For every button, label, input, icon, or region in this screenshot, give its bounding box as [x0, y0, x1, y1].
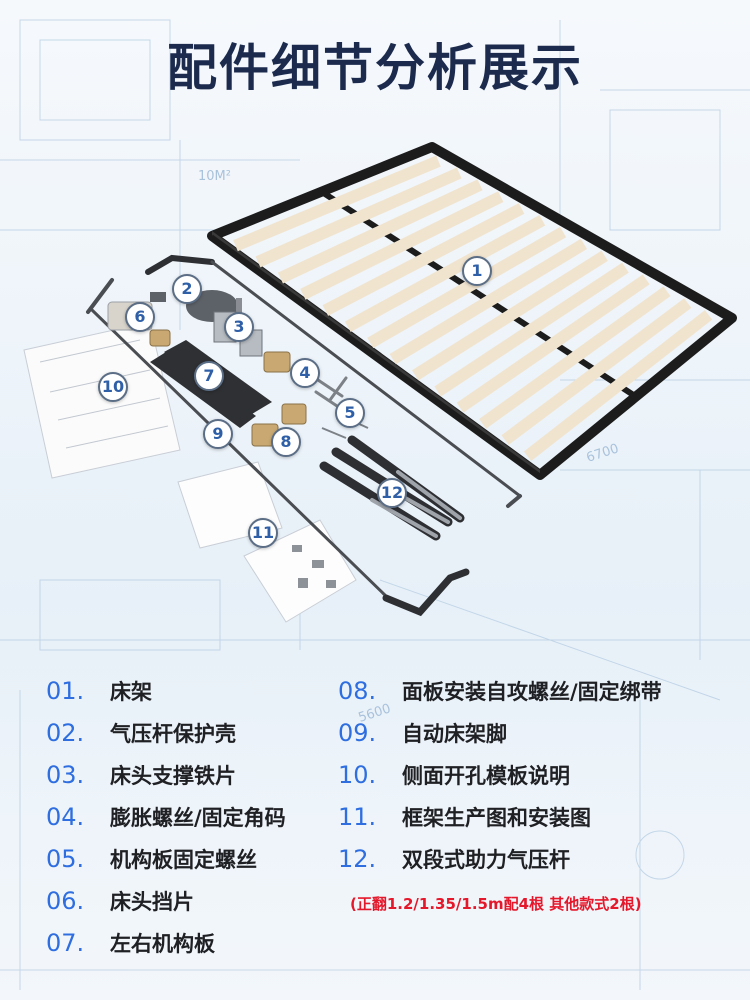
- item-number: 08.: [338, 677, 377, 705]
- bed-frame: [207, 142, 737, 480]
- bed-slat: [389, 238, 587, 365]
- list-item: 04. 膨胀螺丝/固定角码: [46, 802, 336, 844]
- bed-slat: [322, 203, 525, 316]
- item-label: 机构板固定螺丝: [110, 848, 257, 872]
- bed-slat: [434, 262, 629, 397]
- item-label: 膨胀螺丝/固定角码: [110, 806, 286, 830]
- bed-slat: [300, 191, 504, 300]
- item-label: 面板安装自攻螺丝/固定绑带: [402, 680, 662, 704]
- bed-slat: [367, 226, 567, 349]
- item-label: 气压杆保护壳: [110, 722, 236, 746]
- list-item: 06. 床头挡片: [46, 886, 336, 928]
- support-rod: [145, 254, 522, 508]
- bed-slat: [501, 298, 692, 445]
- item-label: 床头挡片: [110, 890, 194, 914]
- item-number: 10.: [338, 761, 377, 789]
- item-label: 床头支撑铁片: [110, 764, 236, 788]
- callout-8: 8: [271, 427, 301, 457]
- item-number: 06.: [46, 887, 85, 915]
- parts-list-left: 01. 床架 02. 气压杆保护壳 03. 床头支撑铁片 04. 膨胀螺丝/固定角码 0…: [46, 676, 336, 970]
- list-item: 02. 气压杆保护壳: [46, 718, 336, 760]
- template-sheet: [23, 321, 181, 479]
- parts-illustration: [23, 142, 737, 623]
- callout-10: 10: [98, 372, 128, 402]
- callout-12: 12: [377, 478, 407, 508]
- bed-slat: [344, 214, 546, 332]
- bed-slat: [523, 310, 713, 462]
- bed-slat: [255, 167, 462, 268]
- list-item: 09. 自动床架脚: [338, 718, 738, 760]
- item-number: 04.: [46, 803, 85, 831]
- item-number: 01.: [46, 677, 85, 705]
- bed-slat: [233, 155, 441, 252]
- item-label: 床架: [110, 680, 152, 704]
- callout-4: 4: [290, 358, 320, 388]
- list-item: 12. 双段式助力气压杆: [338, 844, 738, 886]
- list-item: 01. 床架: [46, 676, 336, 718]
- bed-slat: [277, 179, 483, 284]
- item-label: 自动床架脚: [402, 722, 507, 746]
- item-number: 09.: [338, 719, 377, 747]
- callout-7: 7: [194, 361, 224, 391]
- callout-2: 2: [172, 274, 202, 304]
- item-label: 双段式助力气压杆: [402, 848, 570, 872]
- item-label: 左右机构板: [110, 932, 215, 956]
- list-item: 03. 床头支撑铁片: [46, 760, 336, 802]
- callout-1: 1: [462, 256, 492, 286]
- callout-3: 3: [224, 312, 254, 342]
- list-item: 11. 框架生产图和安装图: [338, 802, 738, 844]
- item-label: 框架生产图和安装图: [402, 806, 591, 830]
- callout-9: 9: [203, 419, 233, 449]
- callout-5: 5: [335, 398, 365, 428]
- list-item: 05. 机构板固定螺丝: [46, 844, 336, 886]
- list-item: 10. 侧面开孔模板说明: [338, 760, 738, 802]
- bed-leg-rod: [86, 278, 470, 617]
- list-item: 07. 左右机构板: [46, 928, 336, 970]
- callout-11: 11: [248, 518, 278, 548]
- item-number: 03.: [46, 761, 85, 789]
- item-number: 11.: [338, 803, 377, 831]
- item-number: 02.: [46, 719, 85, 747]
- bg-label-area: 10M²: [198, 169, 231, 184]
- bed-slat: [411, 250, 608, 381]
- item-number: 12.: [338, 845, 377, 873]
- bed-slat: [479, 286, 671, 429]
- item-number: 07.: [46, 929, 85, 957]
- bed-slat: [456, 274, 650, 413]
- page-title: 配件细节分析展示: [167, 39, 583, 97]
- item-number: 05.: [46, 845, 85, 873]
- list-item: 08. 面板安装自攻螺丝/固定绑带: [338, 676, 738, 718]
- parts-list-right: 08. 面板安装自攻螺丝/固定绑带 09. 自动床架脚 10. 侧面开孔模板说明 11…: [338, 676, 738, 886]
- callout-6: 6: [125, 302, 155, 332]
- item-label: 侧面开孔模板说明: [402, 764, 570, 788]
- gas-strut-note: (正翻1.2/1.35/1.5m配4根 其他款式2根): [350, 895, 642, 913]
